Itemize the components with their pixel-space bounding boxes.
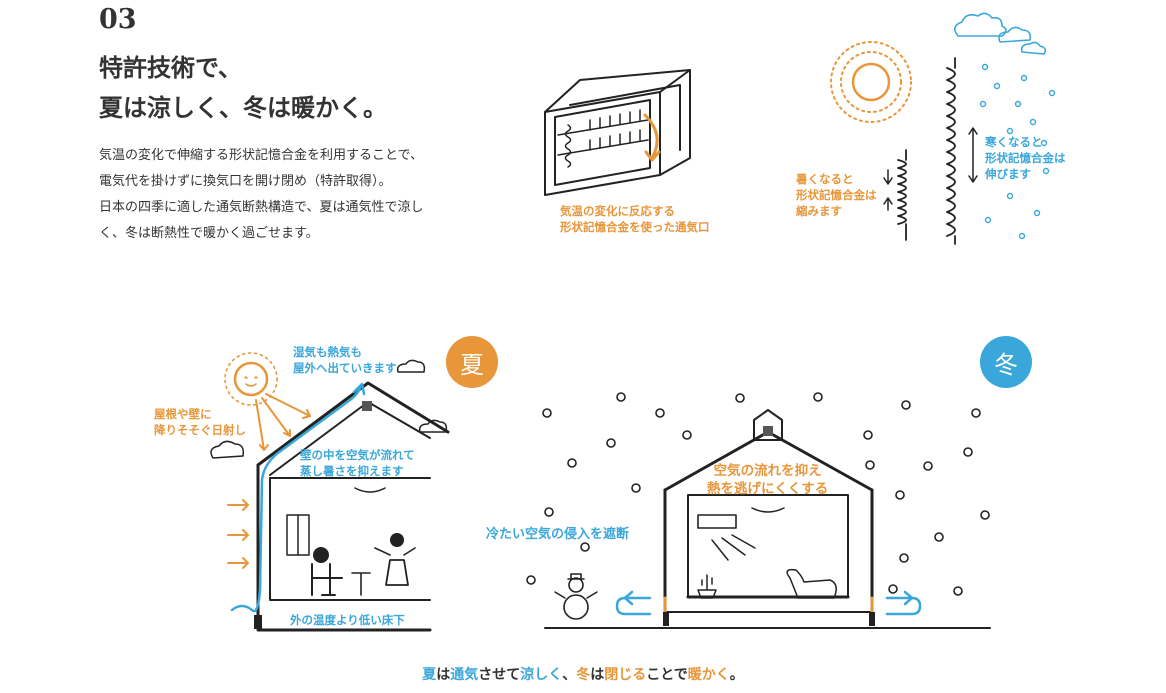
title-line-1: 特許技術で、 — [99, 53, 243, 82]
summer-wall-1: 壁の中を空気が流れて — [300, 448, 415, 462]
hot-label-3: 縮みます — [796, 204, 842, 218]
desc-line-2: 電気代を掛けずに換気口を開け閉め（特許取得）。 — [99, 174, 392, 189]
caption-p12: 。 — [729, 667, 744, 683]
desc-line-4: く、冬は断熱性で暖かく過ごせます。 — [99, 226, 319, 241]
cold-label: 寒くなると 形状記憶合金は 伸びます — [985, 134, 1066, 182]
winter-badge: 冬 — [980, 336, 1032, 388]
vent-illustration — [544, 69, 691, 196]
section-title: 特許技術で、 夏は涼しく、冬は暖かく。 — [99, 48, 387, 128]
vent-label-1: 気温の変化に反応する — [560, 204, 675, 218]
summer-wall-label: 壁の中を空気が流れて 蒸し暑さを抑えます — [300, 447, 415, 479]
caption-p5: 涼しく — [520, 667, 563, 683]
vent-label-2: 形状記憶合金を使った通気口 — [560, 220, 710, 234]
bottom-caption: 夏は通気させて涼しく、冬は閉じることで暖かく。 — [0, 664, 1166, 684]
cold-label-1: 寒くなると — [985, 135, 1043, 149]
long-spring-icon — [946, 57, 978, 245]
hot-label: 暑くなると 形状記憶合金は 縮みます — [796, 171, 877, 219]
caption-p7: 冬 — [576, 667, 591, 683]
hot-label-2: 形状記憶合金は — [796, 188, 877, 202]
snow-circles — [526, 392, 990, 596]
caption-p4: させて — [478, 667, 521, 683]
summer-humidity-label: 湿気も熱気も 屋外へ出ていきます — [293, 344, 397, 376]
section-number: 03 — [99, 4, 137, 35]
caption-p3: 通気 — [450, 667, 479, 683]
summer-sun-1: 屋根や壁に — [154, 407, 212, 421]
desc-line-1: 気温の変化で伸縮する形状記憶合金を利用することで、 — [99, 148, 424, 163]
summer-sun-2: 降りそそぐ日射し — [154, 423, 246, 437]
short-spring-icon — [883, 149, 907, 241]
caption-p10: ことで — [646, 667, 688, 683]
summer-house — [210, 352, 450, 632]
cloud-icon — [954, 12, 1047, 55]
vent-label: 気温の変化に反応する 形状記憶合金を使った通気口 — [560, 203, 710, 235]
section-description: 気温の変化で伸縮する形状記憶合金を利用することで、 電気代を掛けずに換気口を開け… — [99, 143, 479, 247]
desc-line-3: 日本の四季に適した通気断熱構造で、夏は通気性で涼し — [99, 200, 424, 215]
caption-p8: は — [590, 667, 605, 683]
summer-humidity-2: 屋外へ出ていきます — [293, 361, 397, 375]
caption-p9: 閉じる — [604, 667, 647, 683]
winter-house — [254, 409, 991, 629]
summer-humidity-1: 湿気も熱気も — [293, 345, 362, 359]
caption-p11: 暖かく — [687, 667, 730, 683]
winter-flow-label: 空気の流れを抑え 熱を逃げにくくする — [707, 462, 828, 498]
winter-flow-1: 空気の流れを抑え — [713, 463, 822, 479]
sun-icon — [830, 41, 912, 123]
summer-sun-label: 屋根や壁に 降りそそぐ日射し — [154, 406, 246, 438]
caption-p2: は — [436, 667, 451, 683]
caption-p1: 夏 — [422, 667, 437, 683]
winter-flow-2: 熱を逃げにくくする — [707, 481, 829, 497]
cold-label-3: 伸びます — [985, 167, 1031, 181]
title-line-2: 夏は涼しく、冬は暖かく。 — [99, 93, 387, 122]
summer-wall-2: 蒸し暑さを抑えます — [300, 464, 404, 478]
hot-label-1: 暑くなると — [796, 172, 854, 186]
cold-label-2: 形状記憶合金は — [985, 151, 1066, 165]
caption-p6: 、 — [562, 667, 577, 683]
summer-floor-label: 外の温度より低い床下 — [290, 613, 405, 627]
winter-cold-label: 冷たい空気の侵入を遮断 — [486, 527, 630, 542]
snow-dots — [979, 63, 1056, 240]
summer-badge: 夏 — [446, 336, 498, 388]
